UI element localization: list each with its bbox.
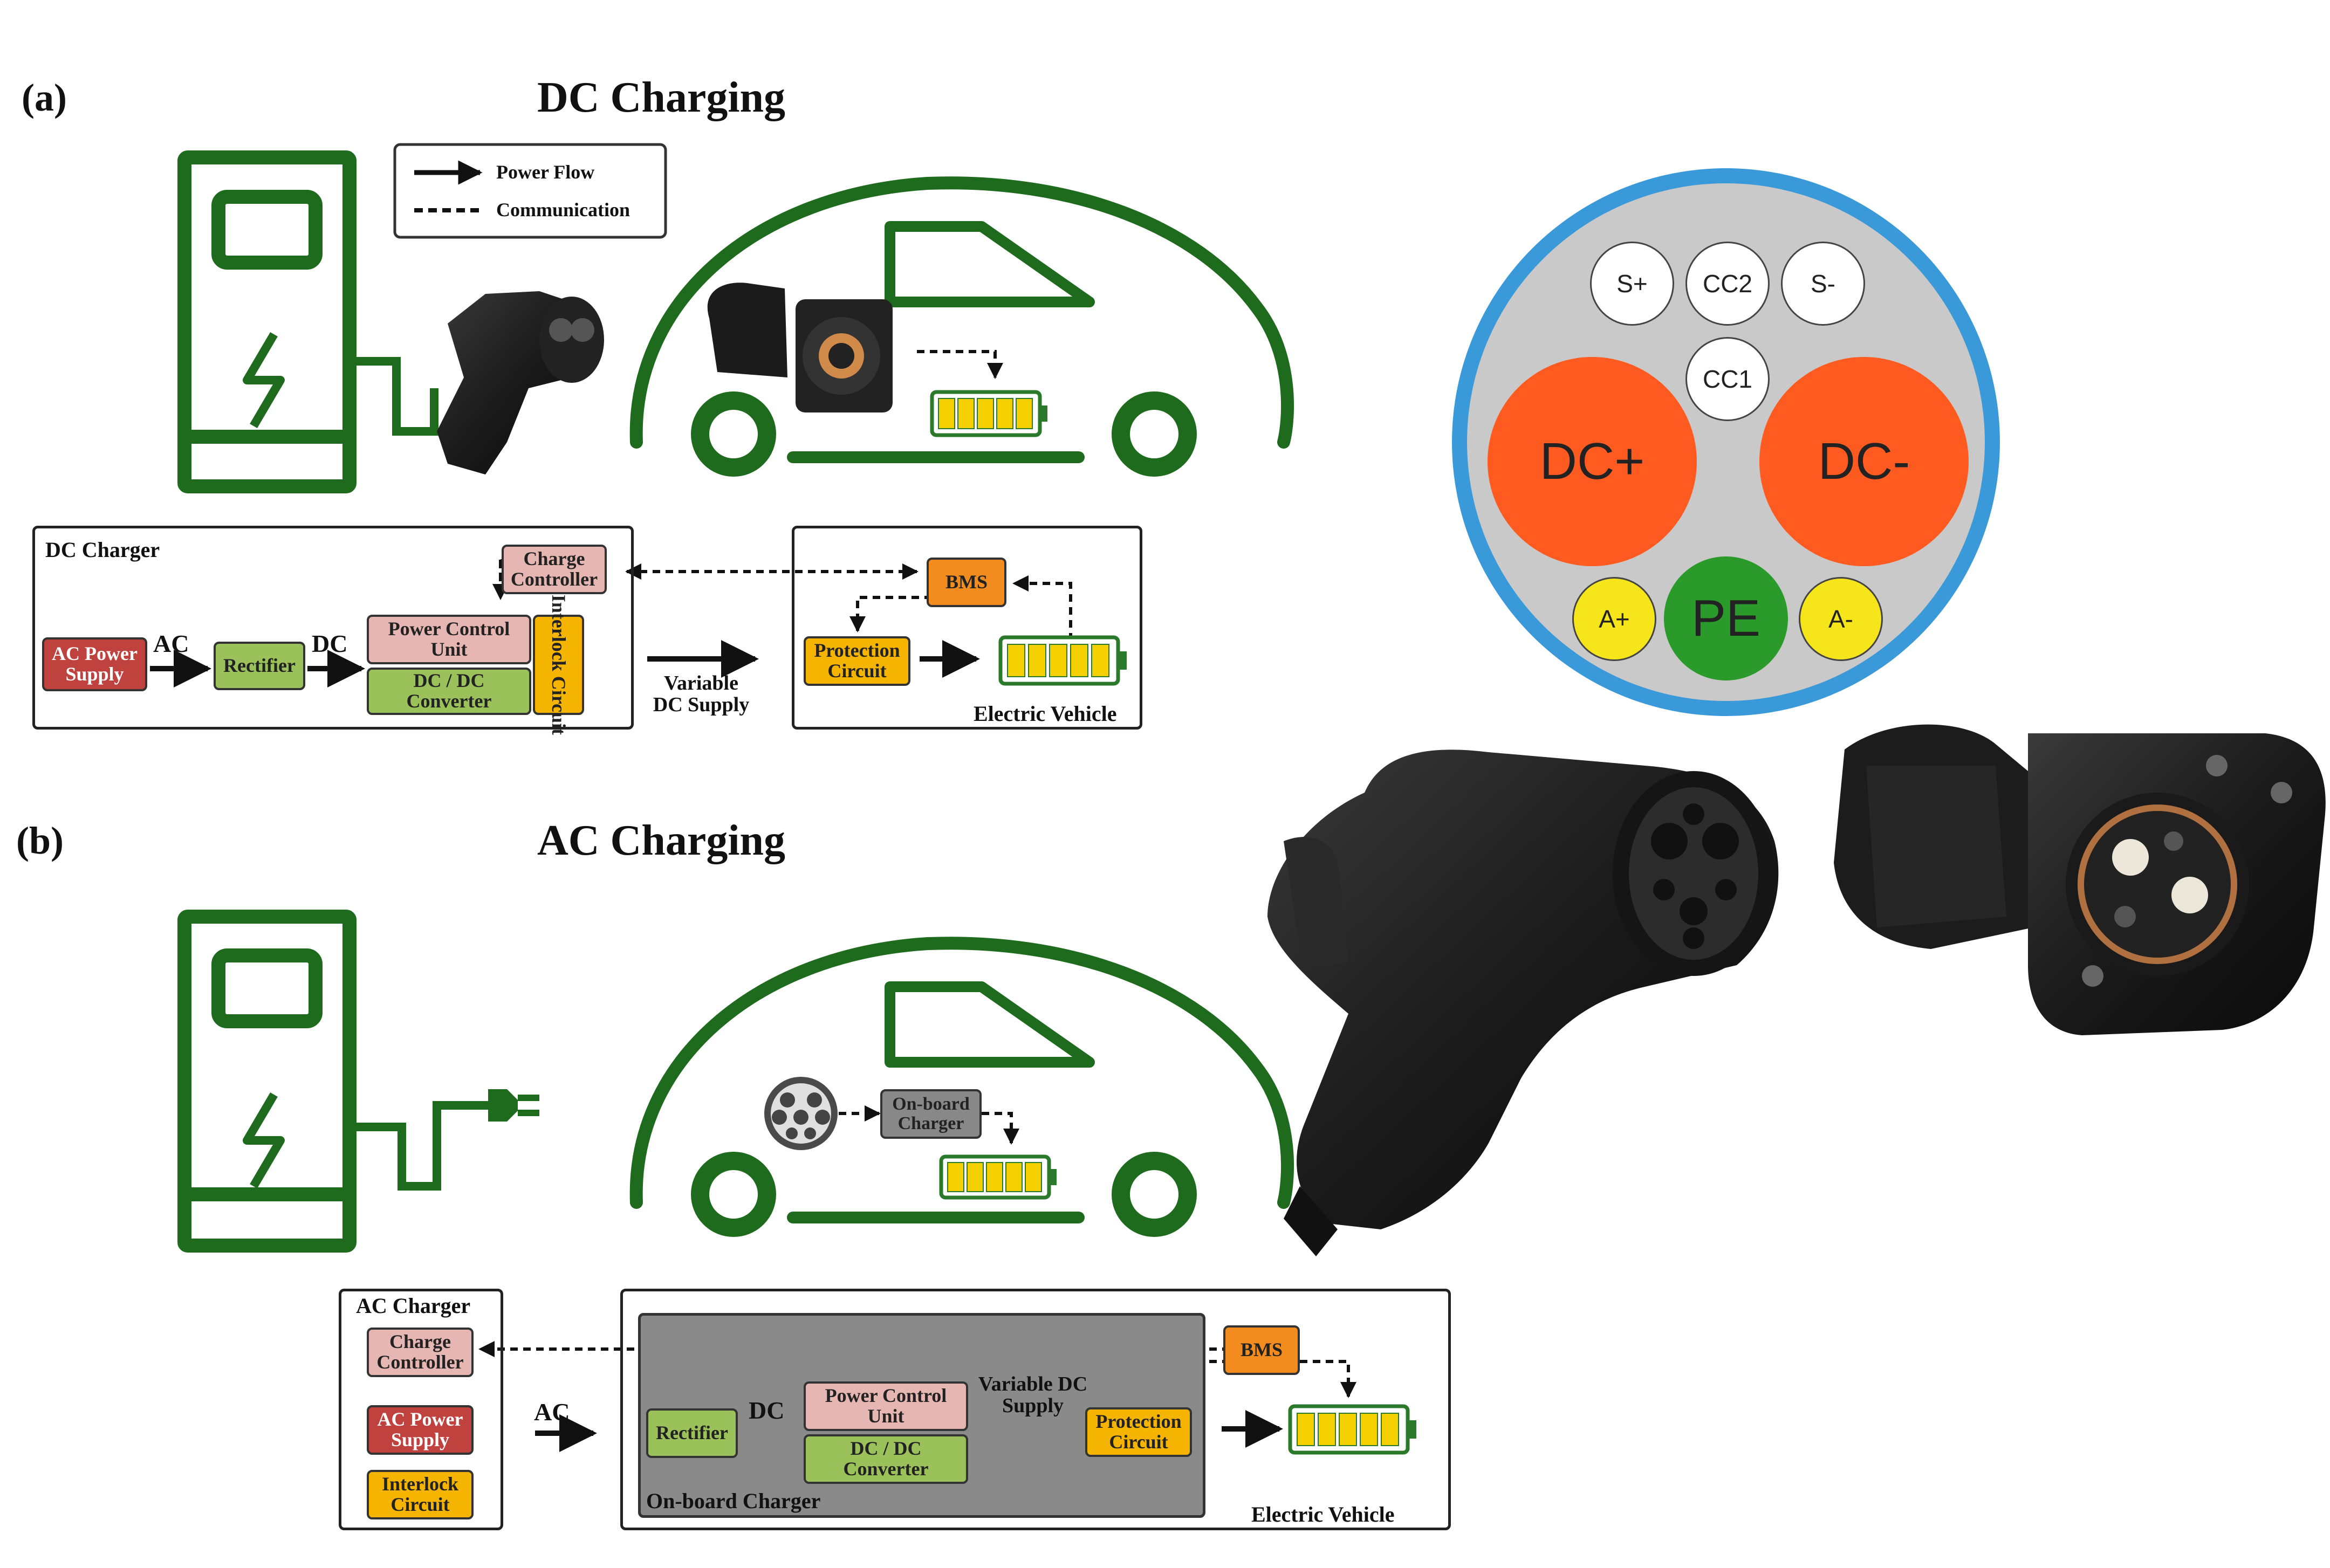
dc-inlet-icon — [707, 283, 893, 412]
electric-vehicle-frame — [620, 1289, 1451, 1530]
dc-inlet-photo — [1834, 724, 2326, 1035]
legend-power-flow: Power Flow — [496, 161, 595, 183]
dc-charging-gun-photo — [1267, 749, 1779, 1256]
pin-s-minus: S- — [1781, 242, 1865, 326]
legend-symbols — [393, 143, 667, 239]
ac-label: AC — [153, 630, 189, 657]
panel-a-arrows — [150, 559, 1072, 687]
dc-label: DC — [749, 1397, 785, 1424]
dc-charger-title: DC Charger — [45, 538, 160, 562]
variable-dc-supply-label: Variable DC Supply — [653, 672, 750, 716]
electric-vehicle-title: Electric Vehicle — [974, 702, 1117, 726]
ac-charger-title: AC Charger — [356, 1294, 471, 1318]
protection-circuit-box: Protection Circuit — [1085, 1407, 1192, 1457]
power-control-unit-box: Power Control Unit — [804, 1381, 968, 1431]
charge-controller-box: Charge Controller — [502, 545, 607, 594]
ac-power-supply-box: AC Power Supply — [367, 1405, 474, 1455]
interlock-circuit-box: Interlock Circuit — [533, 595, 584, 735]
battery-icon — [939, 1154, 1057, 1200]
interlock-circuit-box: Interlock Circuit — [367, 1470, 474, 1519]
panel-b-car-arrows — [839, 1105, 1019, 1145]
pin-a-plus: A+ — [1572, 577, 1656, 661]
car-on-board-charger-box: On-board Charger — [880, 1089, 982, 1139]
car-outline-icon — [629, 176, 1294, 477]
pin-pe: PE — [1664, 556, 1788, 680]
rectifier-box: Rectifier — [646, 1408, 738, 1458]
electric-vehicle-frame — [792, 526, 1142, 730]
battery-icon — [930, 390, 1047, 437]
battery-icon — [1288, 1404, 1416, 1455]
rectifier-box: Rectifier — [214, 642, 305, 690]
pin-cc2: CC2 — [1685, 242, 1770, 326]
pin-cc1: CC1 — [1685, 337, 1770, 421]
dc-plug-icon — [437, 291, 604, 474]
pin-s-plus: S+ — [1590, 242, 1674, 326]
bms-box: BMS — [1223, 1325, 1300, 1375]
electric-vehicle-title: Electric Vehicle — [1251, 1502, 1395, 1526]
ac-charger-frame — [339, 1289, 503, 1530]
legend-communication: Communication — [496, 199, 631, 221]
interlock-circuit-label: Interlock Circuit — [548, 594, 570, 735]
pin-dc-plus: DC+ — [1488, 357, 1697, 566]
panel-b-title: AC Charging — [537, 817, 786, 864]
charging-station-icon — [177, 910, 488, 1253]
variable-dc-supply-label: Variable DC Supply — [978, 1373, 1088, 1417]
bms-box: BMS — [927, 558, 1006, 607]
car-outline-icon — [629, 937, 1294, 1237]
panel-a-label: (a) — [22, 76, 67, 119]
dc-dc-converter-box: DC / DC Converter — [367, 668, 531, 715]
dc-charger-frame — [32, 526, 634, 730]
panel-b-label: (b) — [16, 819, 64, 862]
ac-label: AC — [534, 1398, 570, 1426]
dc-dc-converter-box: DC / DC Converter — [804, 1434, 968, 1484]
charging-station-icon — [177, 150, 438, 493]
protection-circuit-box: Protection Circuit — [804, 636, 910, 686]
pin-a-minus: A- — [1799, 577, 1883, 661]
pin-dc-minus: DC- — [1759, 357, 1969, 566]
ac-plug-icon — [488, 1089, 539, 1122]
ac-inlet-icon — [764, 1077, 838, 1150]
ccs-gbt-connector-face — [1452, 168, 2000, 716]
power-control-unit-box: Power Control Unit — [367, 615, 531, 664]
charge-controller-box: Charge Controller — [367, 1328, 474, 1377]
battery-icon — [998, 635, 1127, 686]
on-board-charger-title: On-board Charger — [646, 1489, 821, 1513]
dc-label: DC — [312, 630, 348, 657]
panel-a-title: DC Charging — [537, 74, 786, 121]
ac-power-supply-box: AC Power Supply — [42, 637, 147, 691]
